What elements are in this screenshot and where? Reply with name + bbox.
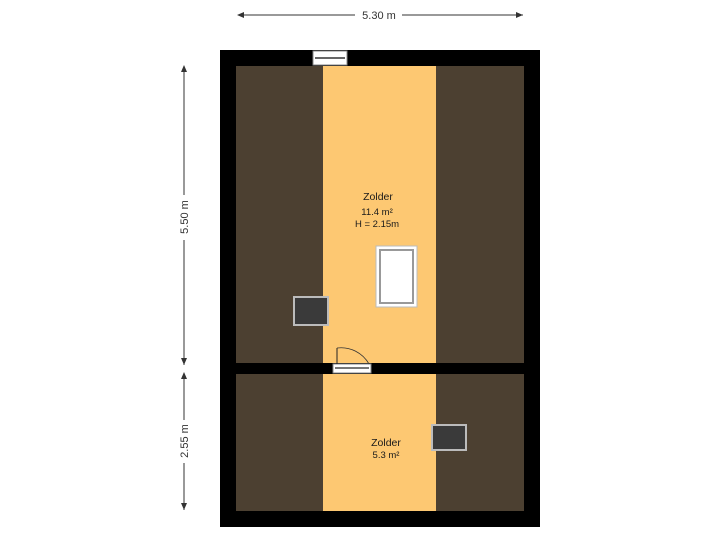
dimension-height-upper-label: 5.50 m [179, 200, 191, 234]
roof-window-left [293, 296, 329, 326]
room-label-upper: Zolder 11.4 m² H = 2.15m [355, 191, 399, 230]
room-area-upper: 11.4 m² [361, 207, 393, 218]
upper-usable-floor [323, 66, 436, 363]
dimension-width: 5.30 m [237, 10, 523, 22]
top-window [312, 50, 348, 66]
room-name-upper: Zolder [363, 191, 393, 203]
room-name-lower: Zolder [371, 437, 401, 449]
roof-window-lower [431, 424, 467, 451]
dimension-height-lower: 2.55 m [179, 372, 191, 510]
dimension-width-label: 5.30 m [362, 10, 396, 22]
room-area-lower: 5.3 m² [373, 450, 400, 461]
room-label-lower: Zolder 5.3 m² [371, 437, 401, 461]
lower-usable-floor [323, 374, 436, 511]
room-height-upper: H = 2.15m [355, 219, 399, 230]
door-swing-arc [336, 347, 370, 365]
skylight-upper [375, 245, 418, 308]
dimension-height-lower-label: 2.55 m [179, 424, 191, 458]
dimension-height-upper: 5.50 m [179, 65, 191, 365]
interior-door [332, 347, 372, 374]
